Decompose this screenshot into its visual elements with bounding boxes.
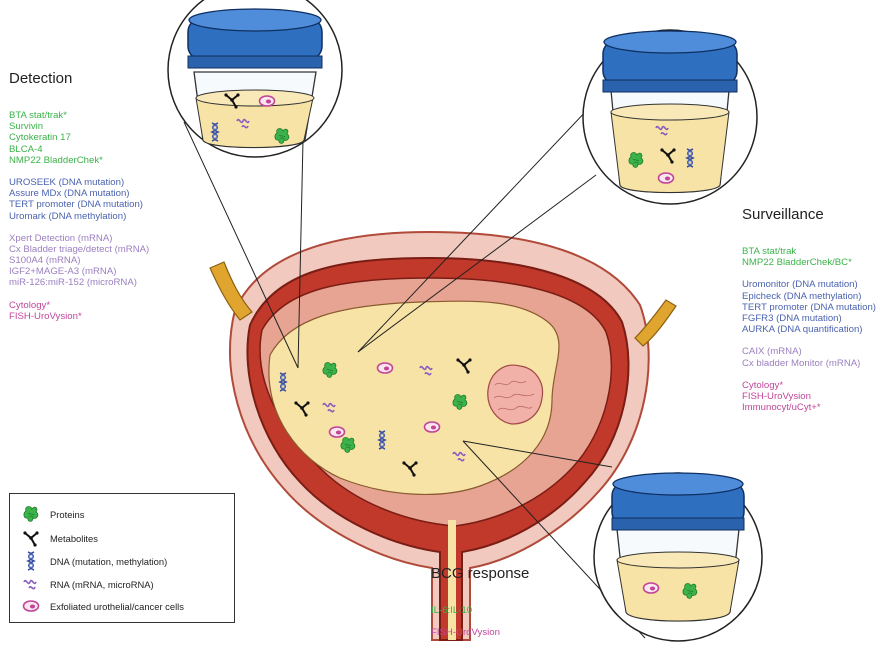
biomarker-item: CAIX (mRNA) [742,346,876,357]
biomarker-group: Uromonitor (DNA mutation)Epicheck (DNA m… [742,279,876,335]
biomarker-item: Uromark (DNA methylation) [9,211,149,222]
biomarker-item: IL-6:IL-10 [431,605,500,616]
surveillance-cup [583,30,757,204]
biomarker-item: BTA stat/trak* [9,110,149,121]
legend-label: Metabolites [50,533,98,544]
biomarker-item: miR-126:miR-152 (microRNA) [9,277,149,288]
biomarker-group: Xpert Detection (mRNA)Cx Bladder triage/… [9,233,149,289]
biomarker-item: Immunocyt/uCyt+* [742,402,876,413]
biomarker-item: BTA stat/trak [742,246,876,257]
legend-item-rna: RNA (mRNA, microRNA) [20,574,154,594]
biomarker-item: FGFR3 (DNA mutation) [742,313,876,324]
legend-label: Proteins [50,509,84,520]
legend-label: RNA (mRNA, microRNA) [50,579,154,590]
biomarker-item: FISH-UroVysion [431,627,500,638]
biomarker-item: Cx Bladder triage/detect (mRNA) [9,244,149,255]
legend-item-proteins: Proteins [20,504,84,524]
protein-icon [20,504,42,524]
bcg-response-title: BCG response [431,565,529,582]
legend: Proteins Metabolites DNA (mutation, meth… [9,493,235,623]
biomarker-group: IL-6:IL-10 [431,605,500,616]
detection-title: Detection [9,70,72,87]
biomarker-item: S100A4 (mRNA) [9,255,149,266]
biomarker-group: UROSEEK (DNA mutation)Assure MDx (DNA mu… [9,177,149,222]
biomarker-item: IGF2+MAGE-A3 (mRNA) [9,266,149,277]
legend-label: Exfoliated urothelial/cancer cells [50,601,184,612]
dna-icon [20,551,42,571]
rna-icon [20,574,42,594]
biomarker-item: FISH-UroVysion [742,391,876,402]
biomarker-item: NMP22 BladderChek/BC* [742,257,876,268]
legend-label: DNA (mutation, methylation) [50,556,167,567]
biomarker-group: CAIX (mRNA)Cx bladder Monitor (mRNA) [742,346,876,368]
biomarker-item: TERT promoter (DNA mutation) [9,199,149,210]
biomarker-item: BLCA-4 [9,144,149,155]
biomarker-item: Cx bladder Monitor (mRNA) [742,358,876,369]
biomarker-item: Xpert Detection (mRNA) [9,233,149,244]
biomarker-item: Assure MDx (DNA mutation) [9,188,149,199]
biomarker-item: Epicheck (DNA methylation) [742,291,876,302]
biomarker-group: FISH-UroVysion [431,627,500,638]
legend-item-dna: DNA (mutation, methylation) [20,551,167,571]
biomarker-group: Cytology*FISH-UroVysion* [9,300,149,322]
legend-item-metabolites: Metabolites [20,528,98,548]
biomarker-item: NMP22 BladderChek* [9,155,149,166]
biomarker-item: FISH-UroVysion* [9,311,149,322]
biomarker-item: Cytokeratin 17 [9,132,149,143]
biomarker-item: AURKA (DNA quantification) [742,324,876,335]
metabolite-icon [20,528,42,548]
biomarker-item: Survivin [9,121,149,132]
biomarker-item: UROSEEK (DNA mutation) [9,177,149,188]
biomarker-item: Uromonitor (DNA mutation) [742,279,876,290]
bcg-cup [594,473,762,641]
legend-item-cells: Exfoliated urothelial/cancer cells [20,596,184,616]
biomarker-item: Cytology* [742,380,876,391]
biomarker-item: TERT promoter (DNA mutation) [742,302,876,313]
cell-icon [20,596,42,616]
biomarker-item: Cytology* [9,300,149,311]
surveillance-title: Surveillance [742,206,824,223]
detection-cup [168,0,342,157]
